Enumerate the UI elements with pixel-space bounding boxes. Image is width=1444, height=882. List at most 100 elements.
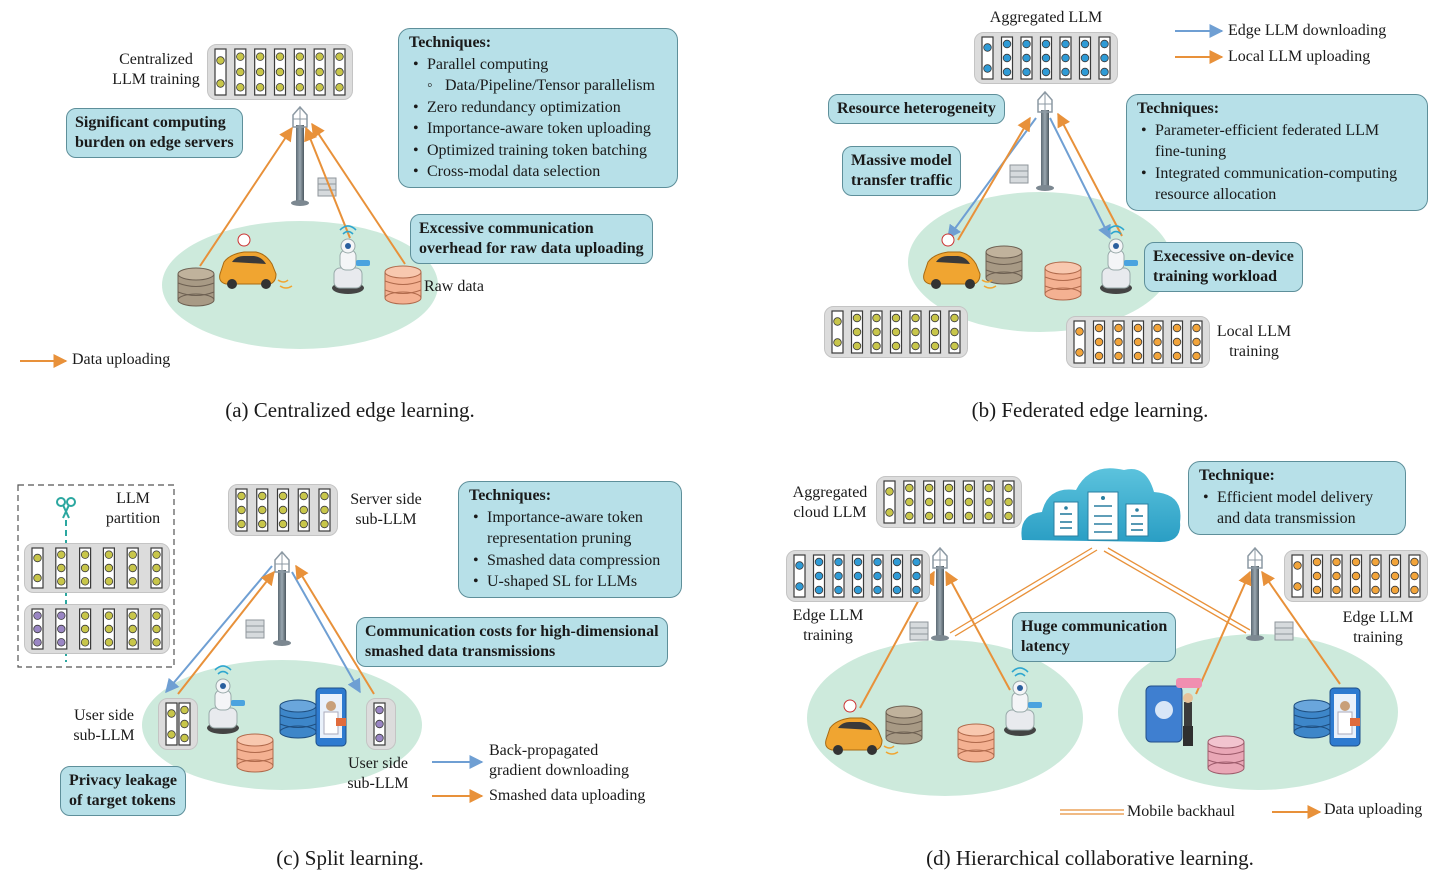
callout-line: Communication costs for high-dimensional (365, 623, 659, 640)
llm-node (983, 43, 992, 52)
llm-node (1004, 497, 1013, 507)
llm-layer (793, 554, 806, 598)
llm-node (1075, 327, 1084, 336)
llm-node (885, 508, 894, 517)
llm-node (236, 67, 245, 77)
llm-network-graphic (228, 484, 338, 536)
llm-block-edge-right (1284, 550, 1428, 602)
llm-block-background (24, 604, 170, 654)
llm-node (275, 67, 285, 77)
llm-node (1061, 67, 1070, 77)
aggregated-cloud-label: Aggregated cloud LLM (782, 483, 878, 523)
llm-node (930, 327, 940, 337)
llm-node (984, 511, 993, 521)
llm-node (1094, 323, 1104, 333)
llm-node (984, 483, 993, 493)
label-line: gradient downloading (489, 762, 629, 779)
llm-node (1061, 53, 1070, 63)
llm-node (1172, 323, 1182, 333)
llm-node (1094, 351, 1104, 361)
llm-node (950, 327, 959, 337)
llm-node (814, 557, 824, 567)
llm-node (33, 553, 42, 563)
llm-node (237, 519, 246, 529)
phone-doctor-icon (315, 687, 347, 747)
llm-node (180, 705, 189, 715)
llm-node (104, 577, 114, 586)
llm-node (152, 577, 161, 586)
label-line: training (1353, 629, 1403, 646)
llm-network-graphic (876, 476, 1022, 528)
llm-node (278, 505, 288, 515)
legend-backhaul-label: Mobile backhaul (1127, 803, 1235, 820)
database-icon (1293, 699, 1331, 739)
llm-node (57, 563, 66, 573)
llm-node (911, 341, 920, 351)
llm-node (104, 611, 114, 620)
llm-node (33, 611, 42, 620)
upload-arrow (1195, 570, 1252, 695)
llm-node (375, 719, 384, 729)
llm-node (1390, 585, 1400, 595)
llm-node (1133, 351, 1143, 361)
callout-line: training workload (1153, 268, 1278, 285)
llm-node (834, 585, 843, 595)
llm-node (1192, 351, 1201, 361)
server-rack-icon (245, 619, 265, 639)
callout-computing-burden: Significant computing burden on edge ser… (66, 108, 243, 158)
llm-node (236, 52, 245, 61)
llm-block-local-right (1066, 316, 1210, 368)
callout-line: Excessive communication (419, 220, 594, 237)
llm-node (873, 557, 882, 567)
technique-line: Integrated communication-computing (1155, 164, 1398, 182)
llm-node (335, 52, 344, 61)
llm-node (950, 341, 959, 351)
llm-node (278, 519, 288, 529)
llm-node (1293, 582, 1302, 591)
llm-node (852, 341, 862, 351)
llm-node (964, 497, 974, 507)
base-station-tower (1036, 90, 1054, 191)
llm-node (1080, 39, 1090, 49)
llm-node (299, 505, 308, 515)
llm-node (1133, 337, 1143, 347)
backhaul-link (949, 547, 1251, 637)
llm-layer (214, 48, 227, 96)
llm-layer (1073, 320, 1086, 364)
caption-b: (b) Federated edge learning. (971, 398, 1209, 422)
llm-node (834, 571, 843, 581)
callout-line: Privacy leakage (69, 772, 177, 789)
llm-node (104, 550, 114, 559)
llm-node (1390, 557, 1400, 567)
label-line: Local LLM (1216, 323, 1292, 340)
llm-node (873, 571, 882, 581)
llm-block-local-left (824, 306, 968, 358)
label-line: sub-LLM (355, 511, 417, 528)
callout-communication-latency: Huge communication latency (1012, 612, 1177, 662)
technique-item: U-shaped SL for LLMs (469, 571, 671, 593)
llm-node (80, 624, 90, 634)
technique-item: Integrated communication-computingresour… (1137, 163, 1417, 206)
database-icon (885, 705, 923, 745)
upload-arrow (945, 570, 1011, 691)
llm-node (80, 563, 90, 573)
llm-node (944, 497, 954, 507)
llm-node (930, 341, 940, 351)
callout-line: smashed data transmissions (365, 643, 556, 660)
llm-node (892, 571, 902, 581)
llm-node (1153, 351, 1162, 361)
label-line: sub-LLM (73, 727, 135, 744)
callout-line: burden on edge servers (75, 134, 234, 151)
caption-c: (c) Split learning. (276, 846, 424, 870)
llm-node (216, 56, 225, 65)
techniques-box-c: Techniques: Importance-aware tokenrepres… (458, 481, 682, 598)
llm-node (335, 67, 344, 77)
llm-node (320, 491, 329, 501)
llm-node (1153, 337, 1162, 347)
technique-line: Efficient model delivery (1217, 488, 1374, 506)
llm-node (964, 511, 974, 521)
llm-node (944, 483, 954, 493)
llm-node (315, 83, 324, 92)
llm-node (104, 638, 114, 647)
